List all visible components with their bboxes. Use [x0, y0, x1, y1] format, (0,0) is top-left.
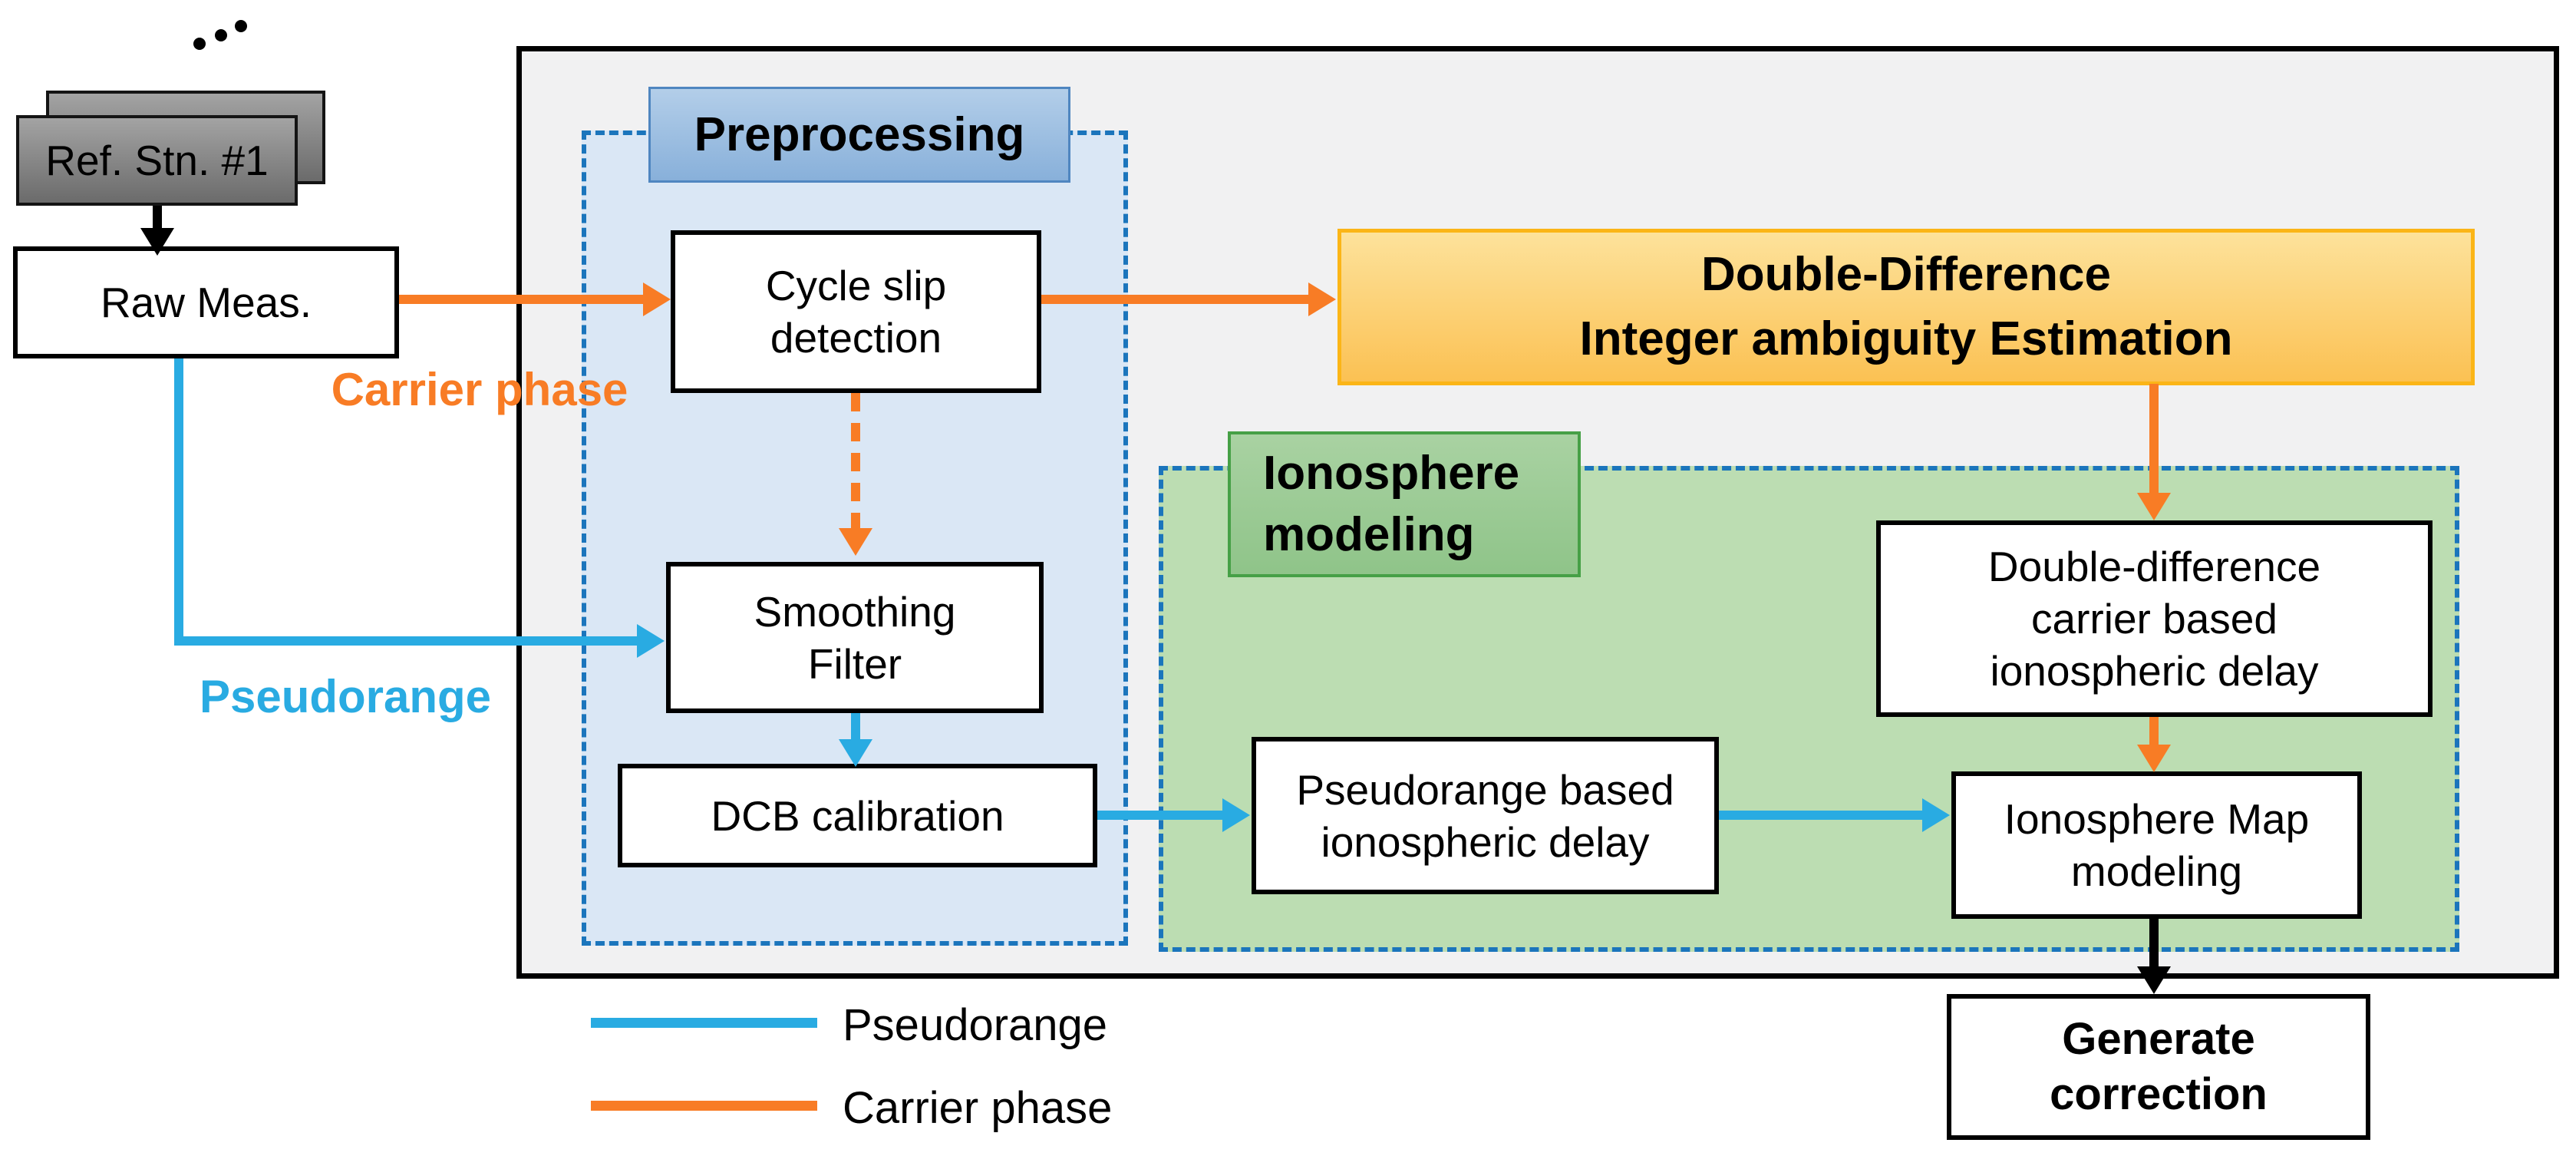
ionosphere-title-line1: Ionosphere — [1263, 447, 1520, 500]
arrow-raw-to-smoothing-hline — [174, 636, 640, 646]
dot — [235, 20, 247, 32]
arrow-dd-to-ddcarrier-line — [2149, 384, 2159, 496]
legend-pseudorange-label: Pseudorange — [843, 999, 1108, 1050]
dd-estimation-box: Double-Difference Integer ambiguity Esti… — [1337, 229, 2475, 385]
arrow-raw-to-smoothing-vline — [174, 358, 183, 646]
legend-pseudorange-line — [591, 1018, 817, 1028]
carrier-phase-label: Carrier phase — [331, 363, 628, 415]
arrow-cycleslip-to-smoothing-head — [839, 528, 872, 556]
iono-map-line1: Ionosphere Map — [2004, 795, 2310, 843]
ref-station-box: Ref. Stn. #1 — [16, 115, 298, 206]
raw-meas-label: Raw Meas. — [100, 279, 312, 326]
arrow-ionomap-to-generate-head — [2137, 966, 2171, 994]
dd-carrier-line3: ionospheric delay — [1990, 647, 2319, 695]
arrow-dcb-to-pseudodelay-head — [1222, 798, 1250, 832]
arrow-cycleslip-to-smoothing-line — [851, 393, 860, 531]
cycle-slip-line1: Cycle slip — [765, 262, 947, 309]
dcb-label: DCB calibration — [711, 791, 1004, 840]
arrow-raw-to-cycleslip-line — [399, 295, 646, 304]
pseudorange-delay-box: Pseudorange based ionospheric delay — [1252, 737, 1719, 894]
preprocessing-title: Preprocessing — [648, 87, 1070, 183]
arrow-cycleslip-to-dd-line — [1041, 295, 1311, 304]
more-stations-dots — [184, 12, 261, 58]
arrow-raw-to-smoothing-head — [637, 624, 665, 658]
pseudorange-delay-line2: ionospheric delay — [1321, 817, 1650, 866]
dot — [215, 29, 227, 41]
arrow-smoothing-to-dcb-head — [839, 739, 872, 767]
dd-carrier-line1: Double-difference — [1987, 543, 2321, 590]
ionosphere-title: Ionosphere modeling — [1228, 431, 1581, 577]
ionosphere-title-line2: modeling — [1263, 508, 1475, 561]
cycle-slip-line2: detection — [770, 314, 942, 362]
arrow-pseudodelay-to-ionomap-head — [1922, 798, 1950, 832]
generate-line2: correction — [2050, 1069, 2268, 1119]
arrow-ddcarrier-to-ionomap-line — [2149, 717, 2159, 748]
pseudorange-delay-line1: Pseudorange based — [1296, 765, 1674, 814]
preprocessing-title-label: Preprocessing — [694, 108, 1025, 161]
raw-meas-box: Raw Meas. — [13, 246, 399, 358]
arrow-ddcarrier-to-ionomap-head — [2137, 745, 2171, 772]
arrow-raw-to-cycleslip-head — [643, 282, 671, 316]
pseudorange-label: Pseudorange — [199, 670, 492, 722]
arrow-ionomap-to-generate-line — [2149, 919, 2159, 969]
arrow-smoothing-to-dcb-line — [851, 713, 860, 742]
iono-map-line2: modeling — [2070, 847, 2243, 895]
dd-carrier-line2: carrier based — [2031, 595, 2278, 642]
cycle-slip-box: Cycle slip detection — [671, 230, 1041, 393]
legend-carrier-line — [591, 1101, 817, 1111]
generate-line1: Generate — [2062, 1014, 2255, 1064]
dd-carrier-delay-box: Double-difference carrier based ionosphe… — [1876, 520, 2433, 717]
arrow-dd-to-ddcarrier-head — [2137, 493, 2171, 520]
arrow-station-to-raw-line — [153, 206, 162, 232]
iono-map-box: Ionosphere Map modeling — [1951, 771, 2362, 919]
generate-correction-box: Generate correction — [1947, 994, 2370, 1140]
dd-estimation-line1: Double-Difference — [1701, 248, 2111, 301]
ref-station-label: Ref. Stn. #1 — [45, 137, 269, 184]
arrow-dcb-to-pseudodelay-line — [1097, 811, 1225, 820]
dot — [193, 38, 206, 50]
dd-estimation-line2: Integer ambiguity Estimation — [1579, 312, 2233, 365]
dcb-calibration-box: DCB calibration — [618, 764, 1097, 867]
arrow-station-to-raw-head — [140, 228, 174, 256]
arrow-pseudodelay-to-ionomap-line — [1719, 811, 1925, 820]
legend-carrier-label: Carrier phase — [843, 1082, 1113, 1133]
smoothing-filter-box: Smoothing Filter — [666, 562, 1044, 713]
smoothing-line1: Smoothing — [754, 587, 956, 636]
arrow-cycleslip-to-dd-head — [1308, 282, 1336, 316]
smoothing-line2: Filter — [807, 639, 902, 688]
